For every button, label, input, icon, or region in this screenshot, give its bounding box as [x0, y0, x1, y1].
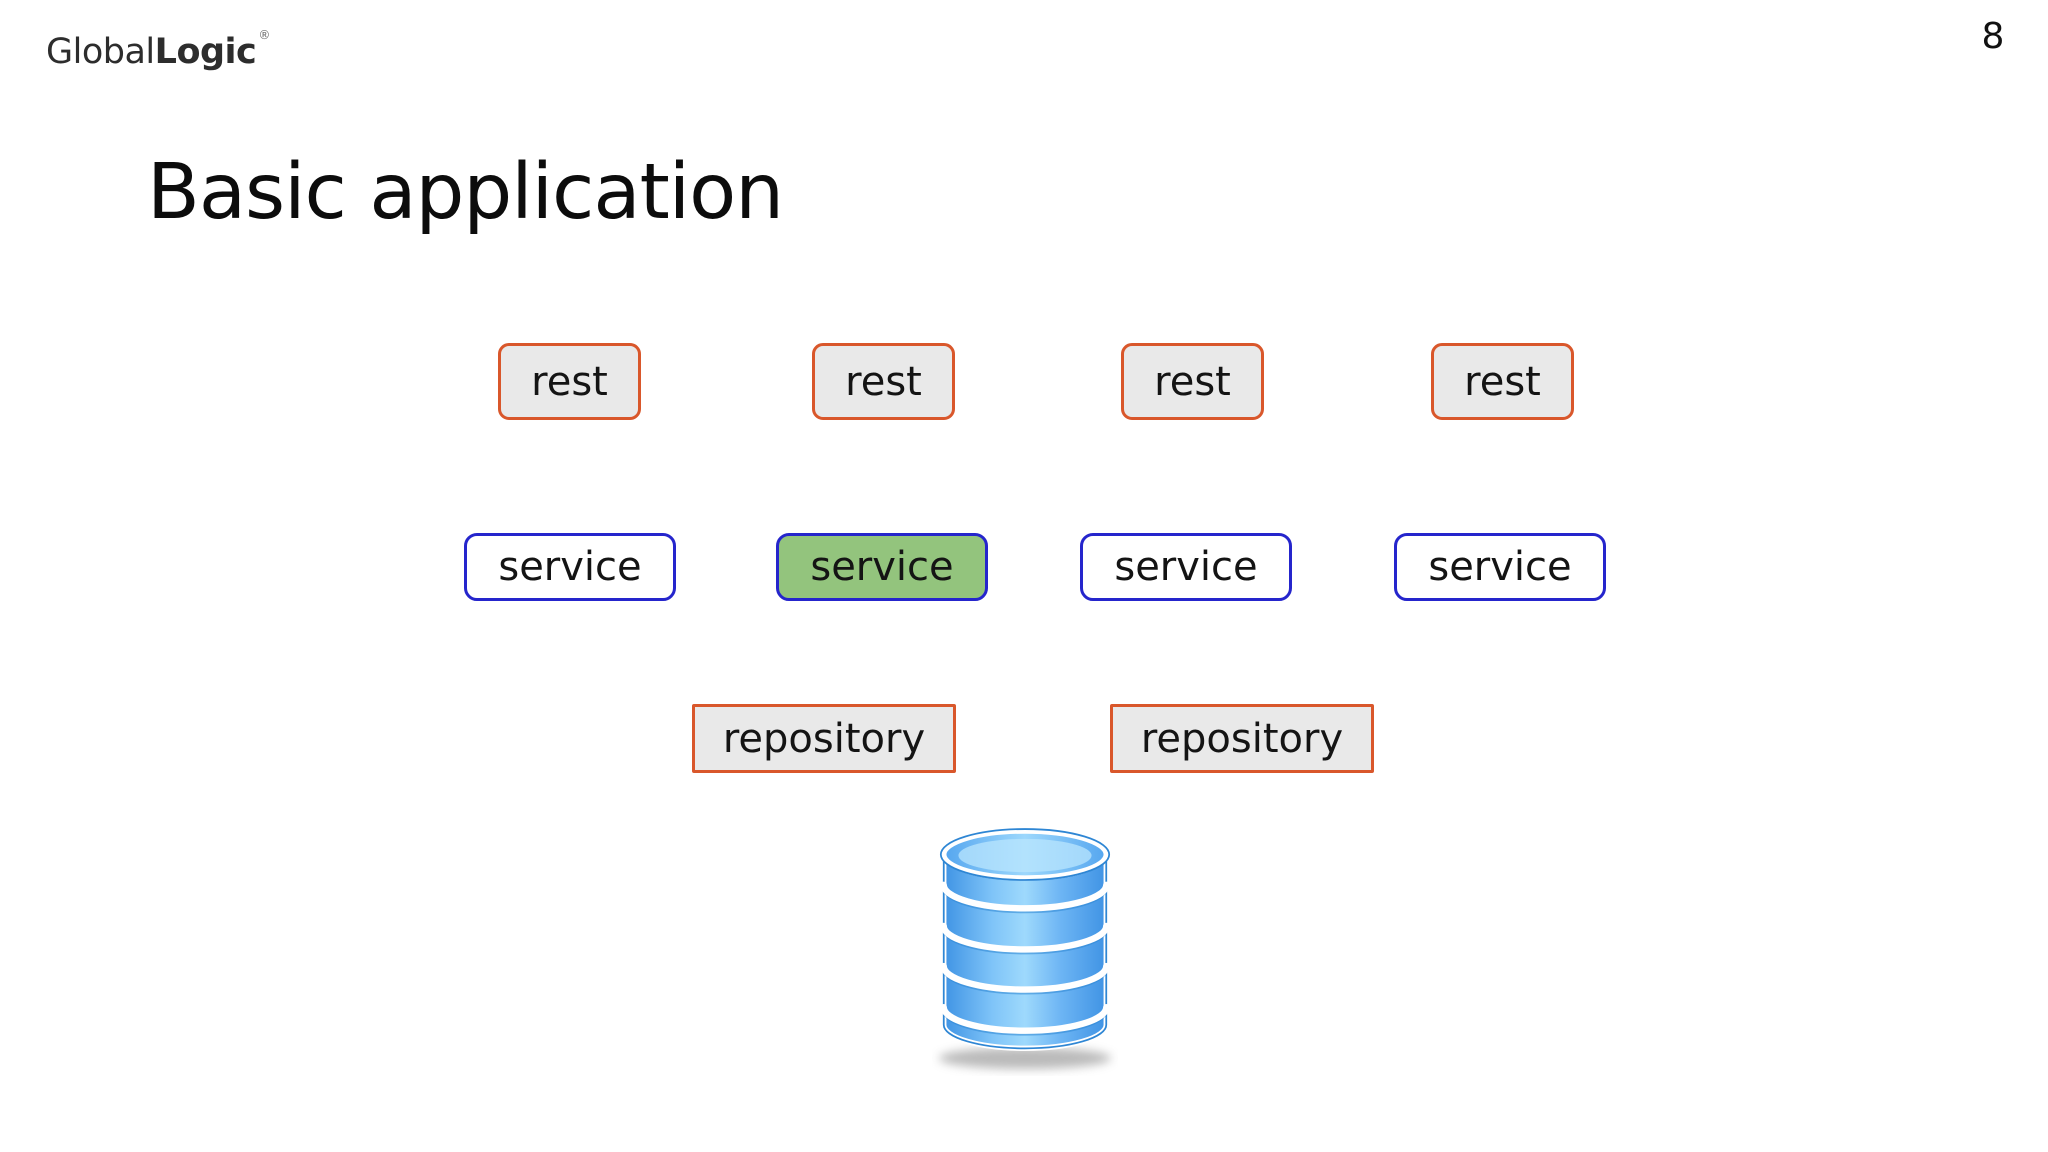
logo-text-regular: Global — [46, 32, 155, 72]
service-box: service — [1080, 533, 1292, 601]
page-title: Basic application — [147, 148, 784, 237]
repository-box: repository — [692, 704, 956, 773]
service-box: service — [464, 533, 676, 601]
page-number: 8 — [1981, 16, 2005, 57]
globallogic-logo: GlobalLogic® — [46, 28, 270, 72]
rest-box: rest — [1121, 343, 1264, 420]
rest-box: rest — [498, 343, 641, 420]
rest-box: rest — [812, 343, 955, 420]
logo-text-bold: Logic — [154, 32, 257, 72]
rest-box: rest — [1431, 343, 1574, 420]
repository-box: repository — [1110, 704, 1374, 773]
service-box: service — [1394, 533, 1606, 601]
database-icon — [932, 820, 1118, 1076]
registered-trademark-icon: ® — [258, 28, 270, 42]
service-box-highlighted: service — [776, 533, 988, 601]
